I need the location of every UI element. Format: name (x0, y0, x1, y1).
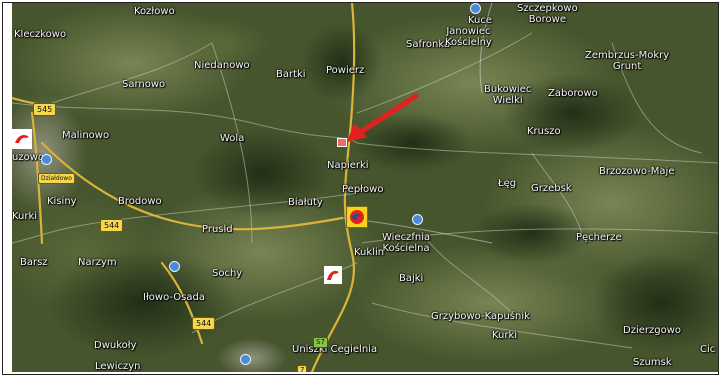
place-label-bartki: Bartki (276, 69, 306, 80)
place-label-wola: Wola (220, 133, 245, 144)
satellite-map[interactable]: Kozłowo Kleczkowo Sarnowo Niedanowo Bart… (12, 3, 718, 372)
place-label-uniszki-cegielnia: Uniszki Cegielnia (292, 344, 378, 355)
place-label-napierki: Napierki (327, 160, 369, 171)
place-label-uzowo: uzowo (12, 152, 45, 163)
town-sign-badge: Działdowo (38, 173, 75, 184)
place-label-zaborowo: Zaborowo (548, 88, 598, 99)
poi-marker-icon[interactable] (240, 354, 251, 365)
place-label-grzebsk: Grzebsk (531, 183, 572, 194)
place-label-zembrzus-mokry-grunt: Zembrzus-Mokry Grunt (585, 50, 670, 72)
place-label-sarnowo: Sarnowo (122, 79, 166, 90)
place-label-kleczkowo: Kleczkowo (14, 29, 67, 40)
place-label-brodowo: Brodowo (118, 196, 162, 207)
place-label-powierz: Powierz (326, 65, 365, 76)
place-label-ilowo-osada: Iłowo-Osada (143, 292, 205, 303)
place-label-bajki: Bajki (399, 273, 424, 284)
eagle-logo-icon (327, 270, 339, 280)
expressway-number-badge: S7 (313, 337, 328, 348)
poi-marker-icon[interactable] (169, 261, 180, 272)
place-label-kruszo: Kruszo (527, 126, 561, 137)
place-label-szczepkowo-borowe: Szczepkowo Borowe (517, 3, 578, 25)
fuel-station-icon[interactable] (12, 129, 32, 149)
place-label-sochy: Sochy (212, 268, 243, 279)
place-label-dzierzgowo: Dzierzgowo (623, 325, 682, 336)
place-label-barsz: Barsz (20, 257, 48, 268)
place-label-wieczfnia-koscielna: Wieczfnia Kościelna (382, 232, 431, 254)
place-label-kuklin: Kuklin (354, 247, 385, 258)
place-label-narzym: Narzym (78, 257, 117, 268)
place-label-kurki-east: Kurki (492, 330, 518, 341)
place-label-malinowo: Malinowo (62, 130, 110, 141)
place-label-bukowiec-wielki: Bukowiec Wielki (484, 84, 532, 106)
place-label-brzozowo-maje: Brzozowo-Maje (599, 166, 675, 177)
road-number-badge: 544 (100, 219, 124, 232)
place-label-peplowo: Pepłowo (342, 184, 384, 195)
map-imagery (12, 3, 718, 372)
place-label-szumsk: Szumsk (633, 357, 672, 368)
eagle-logo-icon (15, 135, 29, 143)
place-label-grzybowo-kapusnik: Grzybowo-Kapuśnik (431, 311, 530, 322)
station-logo-icon (350, 210, 364, 224)
poi-marker-icon[interactable] (412, 214, 423, 225)
place-label-pecherze: Pęcherze (576, 232, 622, 243)
place-label-lewiczyn: Lewiczyn (95, 361, 141, 372)
place-label-bialuty: Białuty (288, 197, 323, 208)
target-marker[interactable] (337, 138, 347, 147)
place-label-leg: Łęg (498, 178, 517, 189)
poi-marker-icon[interactable] (41, 154, 52, 165)
place-label-prusld: Prusld (202, 224, 233, 235)
place-label-dwukoly: Dwukoły (94, 340, 137, 351)
map-frame: Kozłowo Kleczkowo Sarnowo Niedanowo Bart… (2, 2, 719, 375)
gas-station-icon[interactable] (346, 206, 368, 228)
place-label-kisiny: Kisiny (47, 196, 77, 207)
place-label-niedanowo: Niedanowo (194, 60, 250, 71)
poi-marker-icon[interactable] (470, 3, 481, 14)
place-label-kozlowo: Kozłowo (134, 6, 175, 17)
fuel-station-icon[interactable] (324, 266, 342, 284)
place-label-safronka: Safronka (406, 39, 451, 50)
place-label-kurki-west: Kurki (12, 211, 38, 222)
road-number-badge: 545 (33, 103, 57, 116)
place-label-kuce: Kuce (468, 15, 493, 26)
road-number-badge: 544 (192, 317, 216, 330)
place-label-janowiec-koscielny: Janowiec Kościelny (445, 26, 492, 48)
red-arrow-icon (347, 93, 419, 142)
road-number-badge: 7 (297, 365, 308, 372)
place-label-cic: Cic (700, 344, 716, 355)
